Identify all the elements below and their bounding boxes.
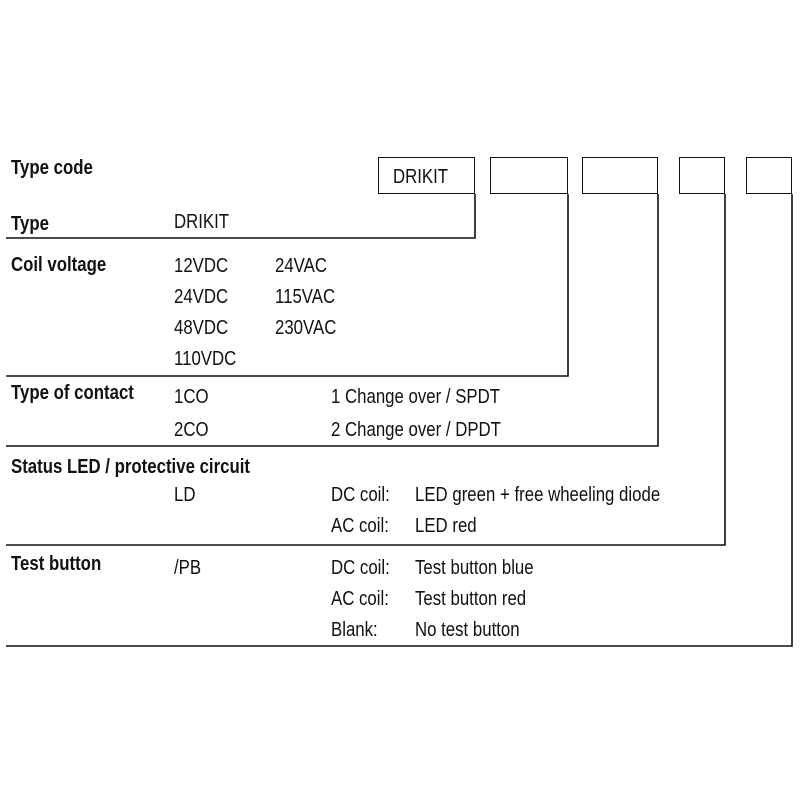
contact-option-code: 1CO	[174, 386, 209, 408]
coil-voltage-dc-option: 48VDC	[174, 317, 229, 339]
status-led-desc: LED red	[415, 515, 477, 537]
test-button-desc: Test button blue	[415, 557, 534, 579]
status-led-key: AC coil:	[331, 515, 389, 537]
test-button-key: Blank:	[331, 619, 378, 641]
coil-voltage-ac-option: 24VAC	[275, 255, 327, 277]
test-button-key: AC coil:	[331, 588, 389, 610]
contact-connector-line	[6, 194, 659, 447]
test-button-key: DC coil:	[331, 557, 390, 579]
contact-option-desc: 1 Change over / SPDT	[331, 386, 501, 408]
status-led-code: LD	[174, 484, 196, 506]
type-code-box-1: DRIKIT	[378, 157, 475, 194]
type-code-box-5	[746, 157, 792, 194]
type-value: DRIKIT	[174, 211, 230, 233]
contact-option-code: 2CO	[174, 419, 209, 441]
coil-voltage-ac-option: 115VAC	[275, 286, 336, 308]
type-label: Type	[11, 213, 49, 235]
test-button-label: Test button	[11, 553, 102, 575]
type-code-box-3	[582, 157, 658, 194]
coil-voltage-dc-option: 24VDC	[174, 286, 229, 308]
type-of-contact-label: Type of contact	[11, 382, 134, 404]
type-code-label: Type code	[11, 157, 93, 179]
type-code-box-1-value: DRIKIT	[393, 166, 449, 188]
status-led-label: Status LED / protective circuit	[11, 456, 250, 478]
test-button-code: /PB	[174, 557, 202, 579]
coil-voltage-dc-option: 12VDC	[174, 255, 229, 277]
status-led-key: DC coil:	[331, 484, 390, 506]
test-button-connector-line	[6, 194, 793, 647]
test-button-desc: Test button red	[415, 588, 527, 610]
status-led-desc: LED green + free wheeling diode	[415, 484, 661, 506]
coil-voltage-connector-line	[6, 194, 569, 377]
coil-voltage-label: Coil voltage	[11, 254, 107, 276]
type-code-box-4	[679, 157, 725, 194]
contact-option-desc: 2 Change over / DPDT	[331, 419, 501, 441]
status-led-connector-line	[6, 194, 726, 546]
test-button-desc: No test button	[415, 619, 520, 641]
coil-voltage-ac-option: 230VAC	[275, 317, 337, 339]
type-connector-line	[6, 194, 476, 239]
coil-voltage-dc-option: 110VDC	[174, 348, 237, 370]
type-code-box-2	[490, 157, 568, 194]
